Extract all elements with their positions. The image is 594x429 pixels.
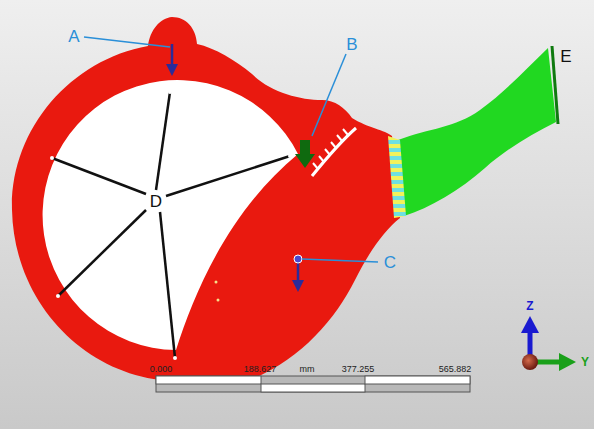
scale-value: 377.255 [342,365,375,374]
transition-band [388,136,406,218]
scale-value: 188.627 [244,365,277,374]
load-point [294,255,302,263]
axis-triad [521,316,576,371]
slot-ticks [313,129,348,169]
red-body [12,17,400,389]
callout-letter: A [68,28,79,45]
green-arm [398,48,556,216]
spoke-ends [50,90,292,360]
callout-letter: C [384,254,396,271]
spokes [52,92,290,358]
load-arrows [166,44,304,292]
callout-letter: E [560,48,571,65]
slot [312,128,356,176]
scale-value: 0.000 [150,365,173,374]
scale-value: 565.882 [439,365,472,374]
axis-label: Z [526,300,533,312]
pressure-arrow [295,140,315,168]
callout-letter: B [346,36,357,53]
leader-lines [84,37,378,262]
fixed-end [552,46,558,124]
callout-letter: D [150,193,162,210]
scale-bar [156,376,470,392]
axis-label: Y [581,356,589,368]
scale-unit: mm [300,365,315,374]
